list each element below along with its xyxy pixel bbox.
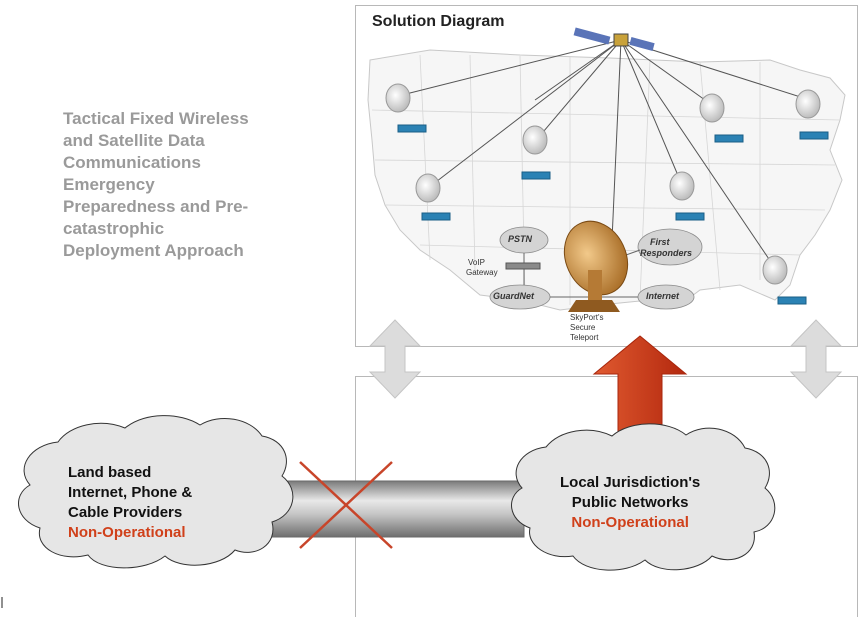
local-jurisdiction-status: Non-Operational	[571, 514, 689, 531]
dish-icon	[669, 171, 705, 221]
first-label: First	[650, 237, 670, 247]
local-jurisdiction-cloud-text: Local Jurisdiction's Public Networks Non…	[560, 473, 700, 533]
voip-gateway-icon	[505, 262, 541, 270]
title-line-7: Deployment Approach	[63, 241, 244, 260]
pstn-label: PSTN	[508, 234, 533, 244]
dish-icon	[521, 125, 551, 180]
solution-diagram-title: Solution Diagram	[372, 13, 505, 30]
local-jurisdiction-cloud	[511, 423, 776, 571]
gray-double-arrows	[368, 319, 843, 399]
left-double-arrow	[368, 319, 422, 399]
title-line-1: Tactical Fixed Wireless	[63, 109, 249, 128]
first-responders-cloud	[637, 228, 703, 266]
land-based-line-2: Internet, Phone &	[68, 484, 193, 501]
land-based-cloud-text: Land based Internet, Phone & Cable Provi…	[68, 463, 192, 543]
us-map	[367, 49, 846, 311]
tactical-approach-title: Tactical Fixed Wireless and Satellite Da…	[63, 108, 323, 262]
network-clouds	[489, 226, 703, 310]
internet-label: Internet	[646, 291, 680, 301]
land-based-cloud	[18, 415, 294, 569]
local-jurisdiction-line-2: Public Networks	[571, 494, 689, 511]
connection-pipe	[261, 480, 525, 538]
responders-label: Responders	[640, 248, 693, 258]
dish-icon	[415, 173, 451, 221]
land-based-line-3: Cable Providers	[68, 504, 183, 521]
title-line-5: Preparedness and Pre-	[63, 197, 249, 216]
skyport-label: SkyPort's	[570, 313, 604, 322]
satellite-icon	[573, 27, 655, 51]
remote-terminals	[385, 83, 829, 305]
title-line-6: catastrophic	[63, 219, 165, 238]
teleport-dish-icon	[563, 220, 629, 312]
guardnet-label: GuardNet	[493, 291, 535, 301]
title-line-2: and Satellite Data	[63, 131, 205, 150]
dish-icon	[762, 255, 807, 305]
title-line-3: Communications	[63, 153, 201, 172]
gateway-label: Gateway	[466, 268, 498, 277]
dish-icon	[385, 83, 427, 133]
broken-link-x-icon	[299, 461, 393, 549]
dish-icon	[699, 93, 744, 143]
teleport-label: Teleport	[570, 333, 599, 342]
right-double-arrow	[789, 319, 843, 399]
secure-label: Secure	[570, 323, 596, 332]
title-line-4: Emergency	[63, 175, 155, 194]
local-jurisdiction-line-1: Local Jurisdiction's	[560, 474, 701, 491]
voip-label: VoIP	[468, 258, 485, 267]
land-based-status: Non-Operational	[68, 524, 186, 541]
dish-icon	[795, 89, 829, 140]
land-based-line-1: Land based	[68, 464, 152, 481]
